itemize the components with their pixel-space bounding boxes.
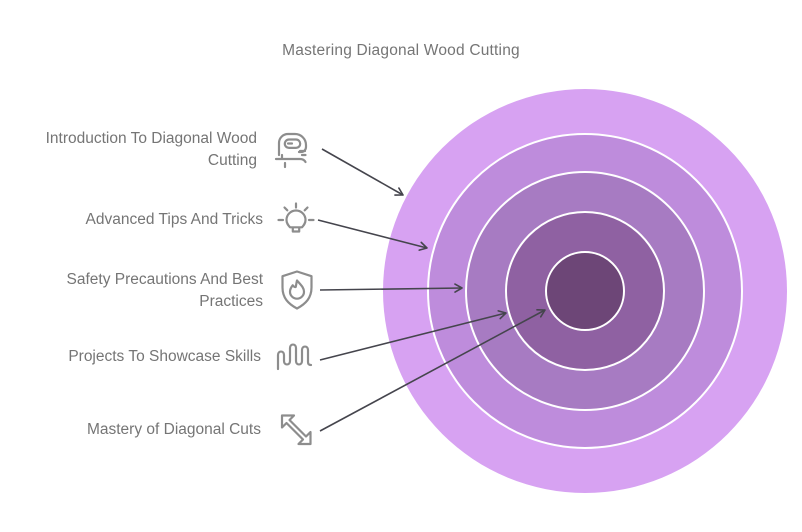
diagram-title: Mastering Diagonal Wood Cutting — [282, 42, 520, 59]
jigsaw-icon — [268, 124, 320, 176]
legend-item-label: Safety Precautions And Best Practices — [66, 271, 263, 310]
legend-item-label: Introduction To Diagonal Wood Cutting — [45, 130, 257, 169]
lightbulb-icon — [274, 197, 320, 243]
legend-item-mastery[interactable]: Mastery of Diagonal Cuts — [18, 406, 320, 454]
ring-level-5[interactable] — [545, 251, 625, 331]
arrow-to-ring-1 — [321, 148, 404, 196]
legend-item-advanced-tips[interactable]: Advanced Tips And Tricks — [18, 197, 320, 243]
legend-item-safety[interactable]: Safety Precautions And Best Practices — [18, 266, 320, 316]
diagonal-resize-arrow-icon — [272, 406, 320, 454]
shield-flame-icon — [274, 266, 320, 316]
legend-item-introduction[interactable]: Introduction To Diagonal Wood Cutting — [18, 124, 320, 176]
legend-item-label: Projects To Showcase Skills — [68, 348, 261, 365]
legend-item-projects[interactable]: Projects To Showcase Skills — [18, 336, 320, 378]
waveform-icon — [272, 336, 320, 378]
legend-item-label: Mastery of Diagonal Cuts — [86, 421, 261, 438]
legend-item-label: Advanced Tips And Tricks — [85, 211, 263, 228]
